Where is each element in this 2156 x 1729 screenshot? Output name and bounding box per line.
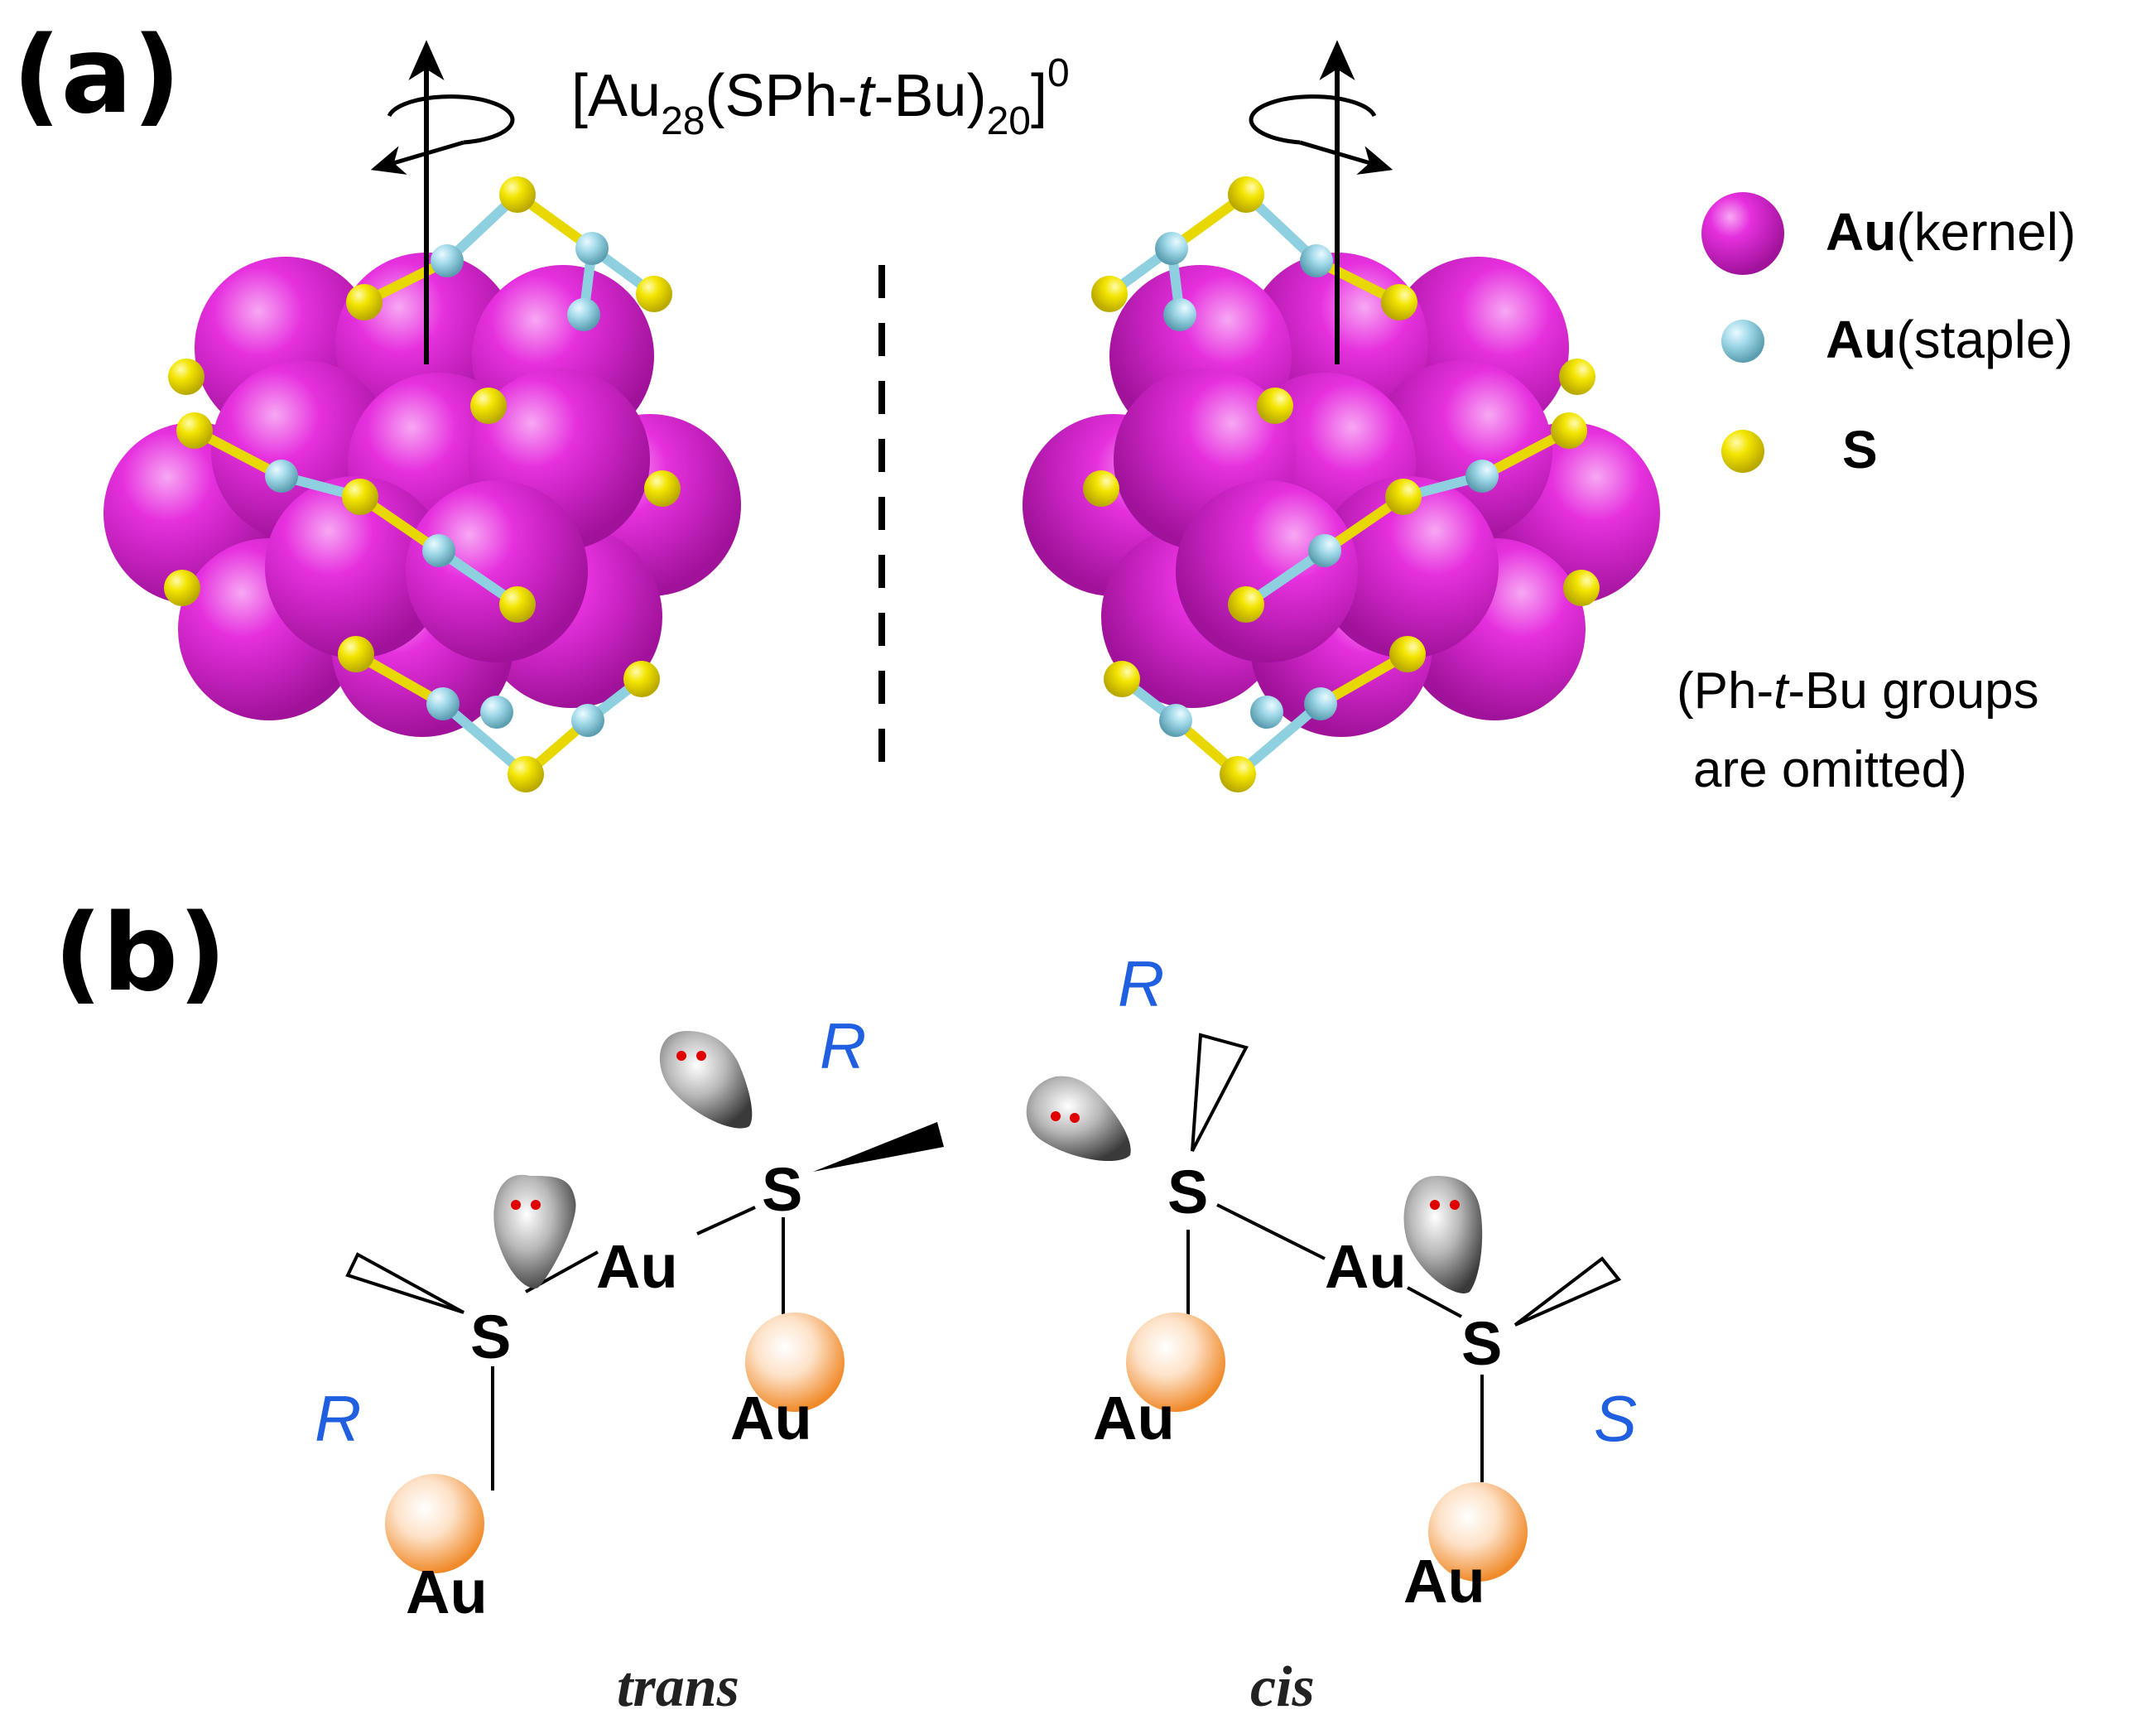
sulfur-swatch-icon <box>1721 430 1764 473</box>
sulfur-atom-label: S <box>470 1303 511 1371</box>
trans-caption: trans <box>617 1655 739 1719</box>
svg-text:Au(staple): Au(staple) <box>1826 310 2073 369</box>
cluster-left <box>103 40 741 792</box>
sulfur-atom-label: S <box>762 1155 802 1224</box>
chirality-label: R <box>315 1382 361 1455</box>
legend-item-au-kernel: Au(kernel) <box>1701 192 2076 275</box>
svg-text:S: S <box>1842 420 1878 479</box>
lone-pair-lobe <box>493 1174 576 1288</box>
gold-atom-label: Au <box>730 1384 812 1452</box>
substituent-au-sphere <box>385 1474 484 1573</box>
sulfur-atom-label: S <box>1461 1309 1502 1378</box>
substituent-au-sphere <box>1126 1312 1225 1412</box>
gold-atom-label: Au <box>596 1232 678 1301</box>
omitted-groups-note: (Ph-t-Bu groups are omitted) <box>1677 662 2039 798</box>
legend-item-sulfur: S <box>1721 420 1878 479</box>
lone-pair-lobe <box>1026 1076 1131 1162</box>
sulfur-atom-label: S <box>1167 1158 1208 1226</box>
hashed-wedge <box>345 1252 464 1314</box>
gold-atom-label: Au <box>1325 1232 1407 1301</box>
cluster-formula: [Au28(SPh-t-Bu)20]0 <box>571 51 1070 143</box>
legend: Au(kernel) Au(staple) S <box>1701 192 2076 479</box>
gold-atom-label: Au <box>1093 1384 1175 1452</box>
panel-a-label: (a) <box>12 14 180 137</box>
trans-motif: S S Au Au Au R R trans <box>315 1009 944 1719</box>
chirality-label: R <box>1118 947 1164 1020</box>
svg-text:are omitted): are omitted) <box>1693 741 1967 798</box>
sulfur-atoms <box>164 176 681 792</box>
rotation-axis-right <box>1249 40 1393 364</box>
panel-b-label: (b) <box>54 892 227 1015</box>
cis-motif: S S Au Au Au R S cis <box>1026 947 1637 1719</box>
kernel-swatch-icon <box>1701 192 1784 275</box>
legend-item-au-staple: Au(staple) <box>1721 310 2073 369</box>
svg-text:(Ph-t-Bu groups: (Ph-t-Bu groups <box>1677 662 2039 720</box>
lone-pair-lobe <box>1403 1176 1483 1293</box>
svg-text:Au(kernel): Au(kernel) <box>1826 202 2076 262</box>
substituent-au-sphere <box>1428 1482 1528 1582</box>
cluster-right <box>1023 40 1660 792</box>
gold-atom-label: Au <box>406 1558 488 1626</box>
kernel-au-spheres <box>1023 253 1660 737</box>
sulfur-atoms <box>1083 176 1600 792</box>
staple-swatch-icon <box>1721 320 1764 363</box>
cis-caption: cis <box>1250 1655 1315 1719</box>
hashed-wedge <box>1514 1256 1622 1327</box>
rotation-axis-left <box>370 40 515 364</box>
lone-pair-lobe <box>659 1031 753 1129</box>
substituent-au-sphere <box>745 1312 845 1412</box>
gold-atom-label: Au <box>1403 1547 1485 1616</box>
solid-wedge <box>813 1122 944 1172</box>
hashed-wedge <box>1191 1033 1249 1152</box>
chirality-label: R <box>820 1009 866 1082</box>
chirality-label: S <box>1594 1382 1637 1455</box>
